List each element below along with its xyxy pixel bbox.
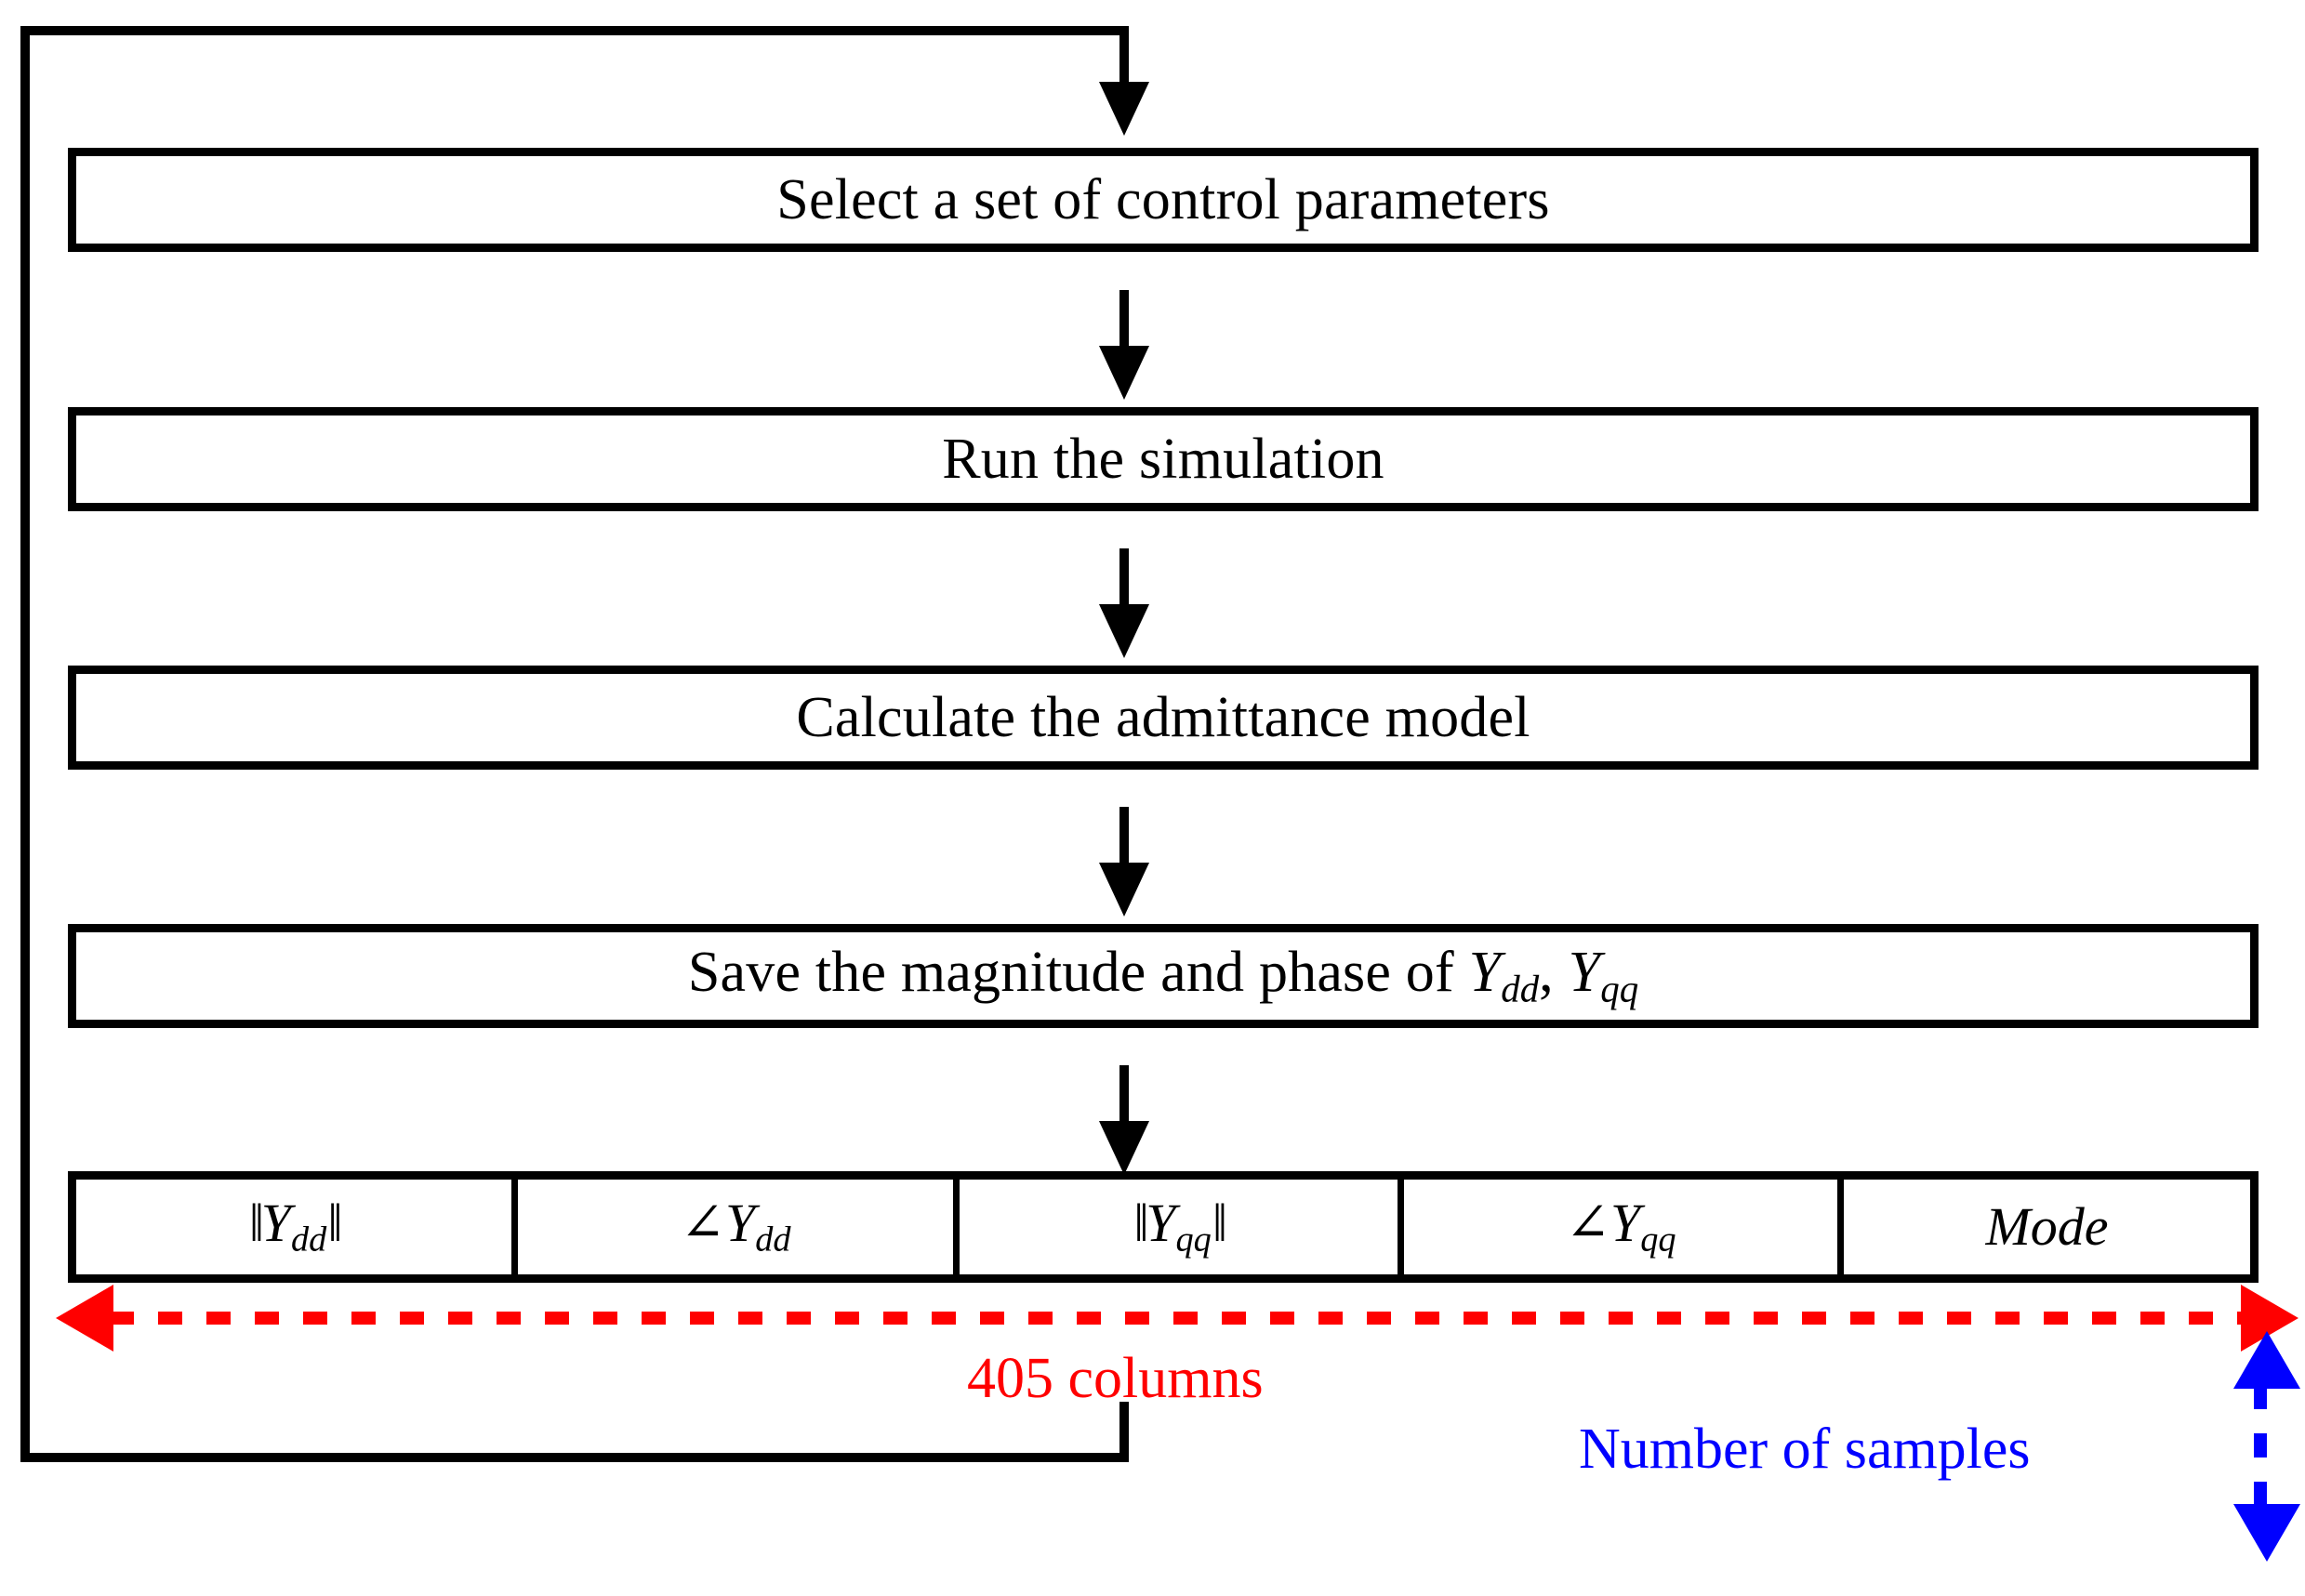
- table-cell-label-mag-ydd: ‖Ydd‖: [248, 1193, 343, 1260]
- samples-annotation-label: Number of samples: [1579, 1418, 2031, 1481]
- loop-entry-arrowhead-icon: [1099, 82, 1149, 136]
- loop-top-horizontal-segment: [20, 26, 1129, 35]
- math-comma: ,: [1539, 940, 1569, 1004]
- step-label-run-simulation: Run the simulation: [942, 428, 1384, 491]
- step-label-save-results: Save the magnitude and phase of Ydd, Yqq: [688, 943, 1638, 1009]
- table-cell-phase-yqq[interactable]: ∠Yqq: [1404, 1180, 1844, 1274]
- connector-arrowhead-step4-table-icon: [1099, 1121, 1149, 1175]
- table-cell-label-mode: Mode: [1985, 1196, 2109, 1257]
- step-label-save-results-text: Save the magnitude and phase of: [687, 940, 1454, 1004]
- connector-line-step4-table: [1119, 1065, 1129, 1123]
- dataset-columns-table[interactable]: ‖Ydd‖ ∠Ydd ‖Yqq‖ ∠Yqq Mode: [68, 1171, 2259, 1283]
- connector-arrowhead-step2-step3-icon: [1099, 604, 1149, 658]
- connector-arrowhead-step3-step4-icon: [1099, 863, 1149, 917]
- columns-arrow-left-head-icon: [56, 1285, 113, 1352]
- columns-annotation-label: 405 columns: [967, 1347, 1264, 1410]
- math-symbol-ydd: Ydd: [1468, 940, 1540, 1010]
- samples-arrow-up-head-icon: [2233, 1331, 2300, 1389]
- step-label-calculate-model: Calculate the admittance model: [796, 686, 1530, 749]
- step-box-calculate-model[interactable]: Calculate the admittance model: [68, 666, 2259, 770]
- samples-arrow-down-head-icon: [2233, 1504, 2300, 1562]
- step-box-select-parameters[interactable]: Select a set of control parameters: [68, 148, 2259, 252]
- table-cell-label-mag-yqq: ‖Yqq‖: [1133, 1193, 1227, 1260]
- table-cell-phase-ydd[interactable]: ∠Ydd: [518, 1180, 960, 1274]
- loop-bottom-horizontal-segment: [20, 1453, 1129, 1462]
- math-symbol-yqq: Yqq: [1568, 940, 1639, 1010]
- connector-line-step1-step2: [1119, 290, 1129, 348]
- connector-arrowhead-step1-step2-icon: [1099, 346, 1149, 400]
- connector-line-step3-step4: [1119, 807, 1129, 864]
- step-box-run-simulation[interactable]: Run the simulation: [68, 407, 2259, 511]
- loop-entry-line: [1119, 26, 1129, 84]
- loop-right-riser-segment: [1119, 1402, 1129, 1458]
- step-box-save-results[interactable]: Save the magnitude and phase of Ydd, Yqq: [68, 924, 2259, 1028]
- table-cell-mode[interactable]: Mode: [1844, 1180, 2250, 1274]
- connector-line-step2-step3: [1119, 548, 1129, 606]
- loop-left-vertical-segment: [20, 26, 30, 1458]
- table-cell-label-phase-ydd: ∠Ydd: [680, 1193, 791, 1260]
- table-cell-mag-yqq[interactable]: ‖Yqq‖: [960, 1180, 1404, 1274]
- samples-arrow-dashed-line: [2254, 1385, 2267, 1506]
- table-cell-mag-ydd[interactable]: ‖Ydd‖: [76, 1180, 518, 1274]
- columns-arrow-dashed-line: [110, 1312, 2245, 1325]
- step-label-select-parameters: Select a set of control parameters: [776, 168, 1550, 231]
- table-cell-label-phase-yqq: ∠Yqq: [1565, 1193, 1676, 1260]
